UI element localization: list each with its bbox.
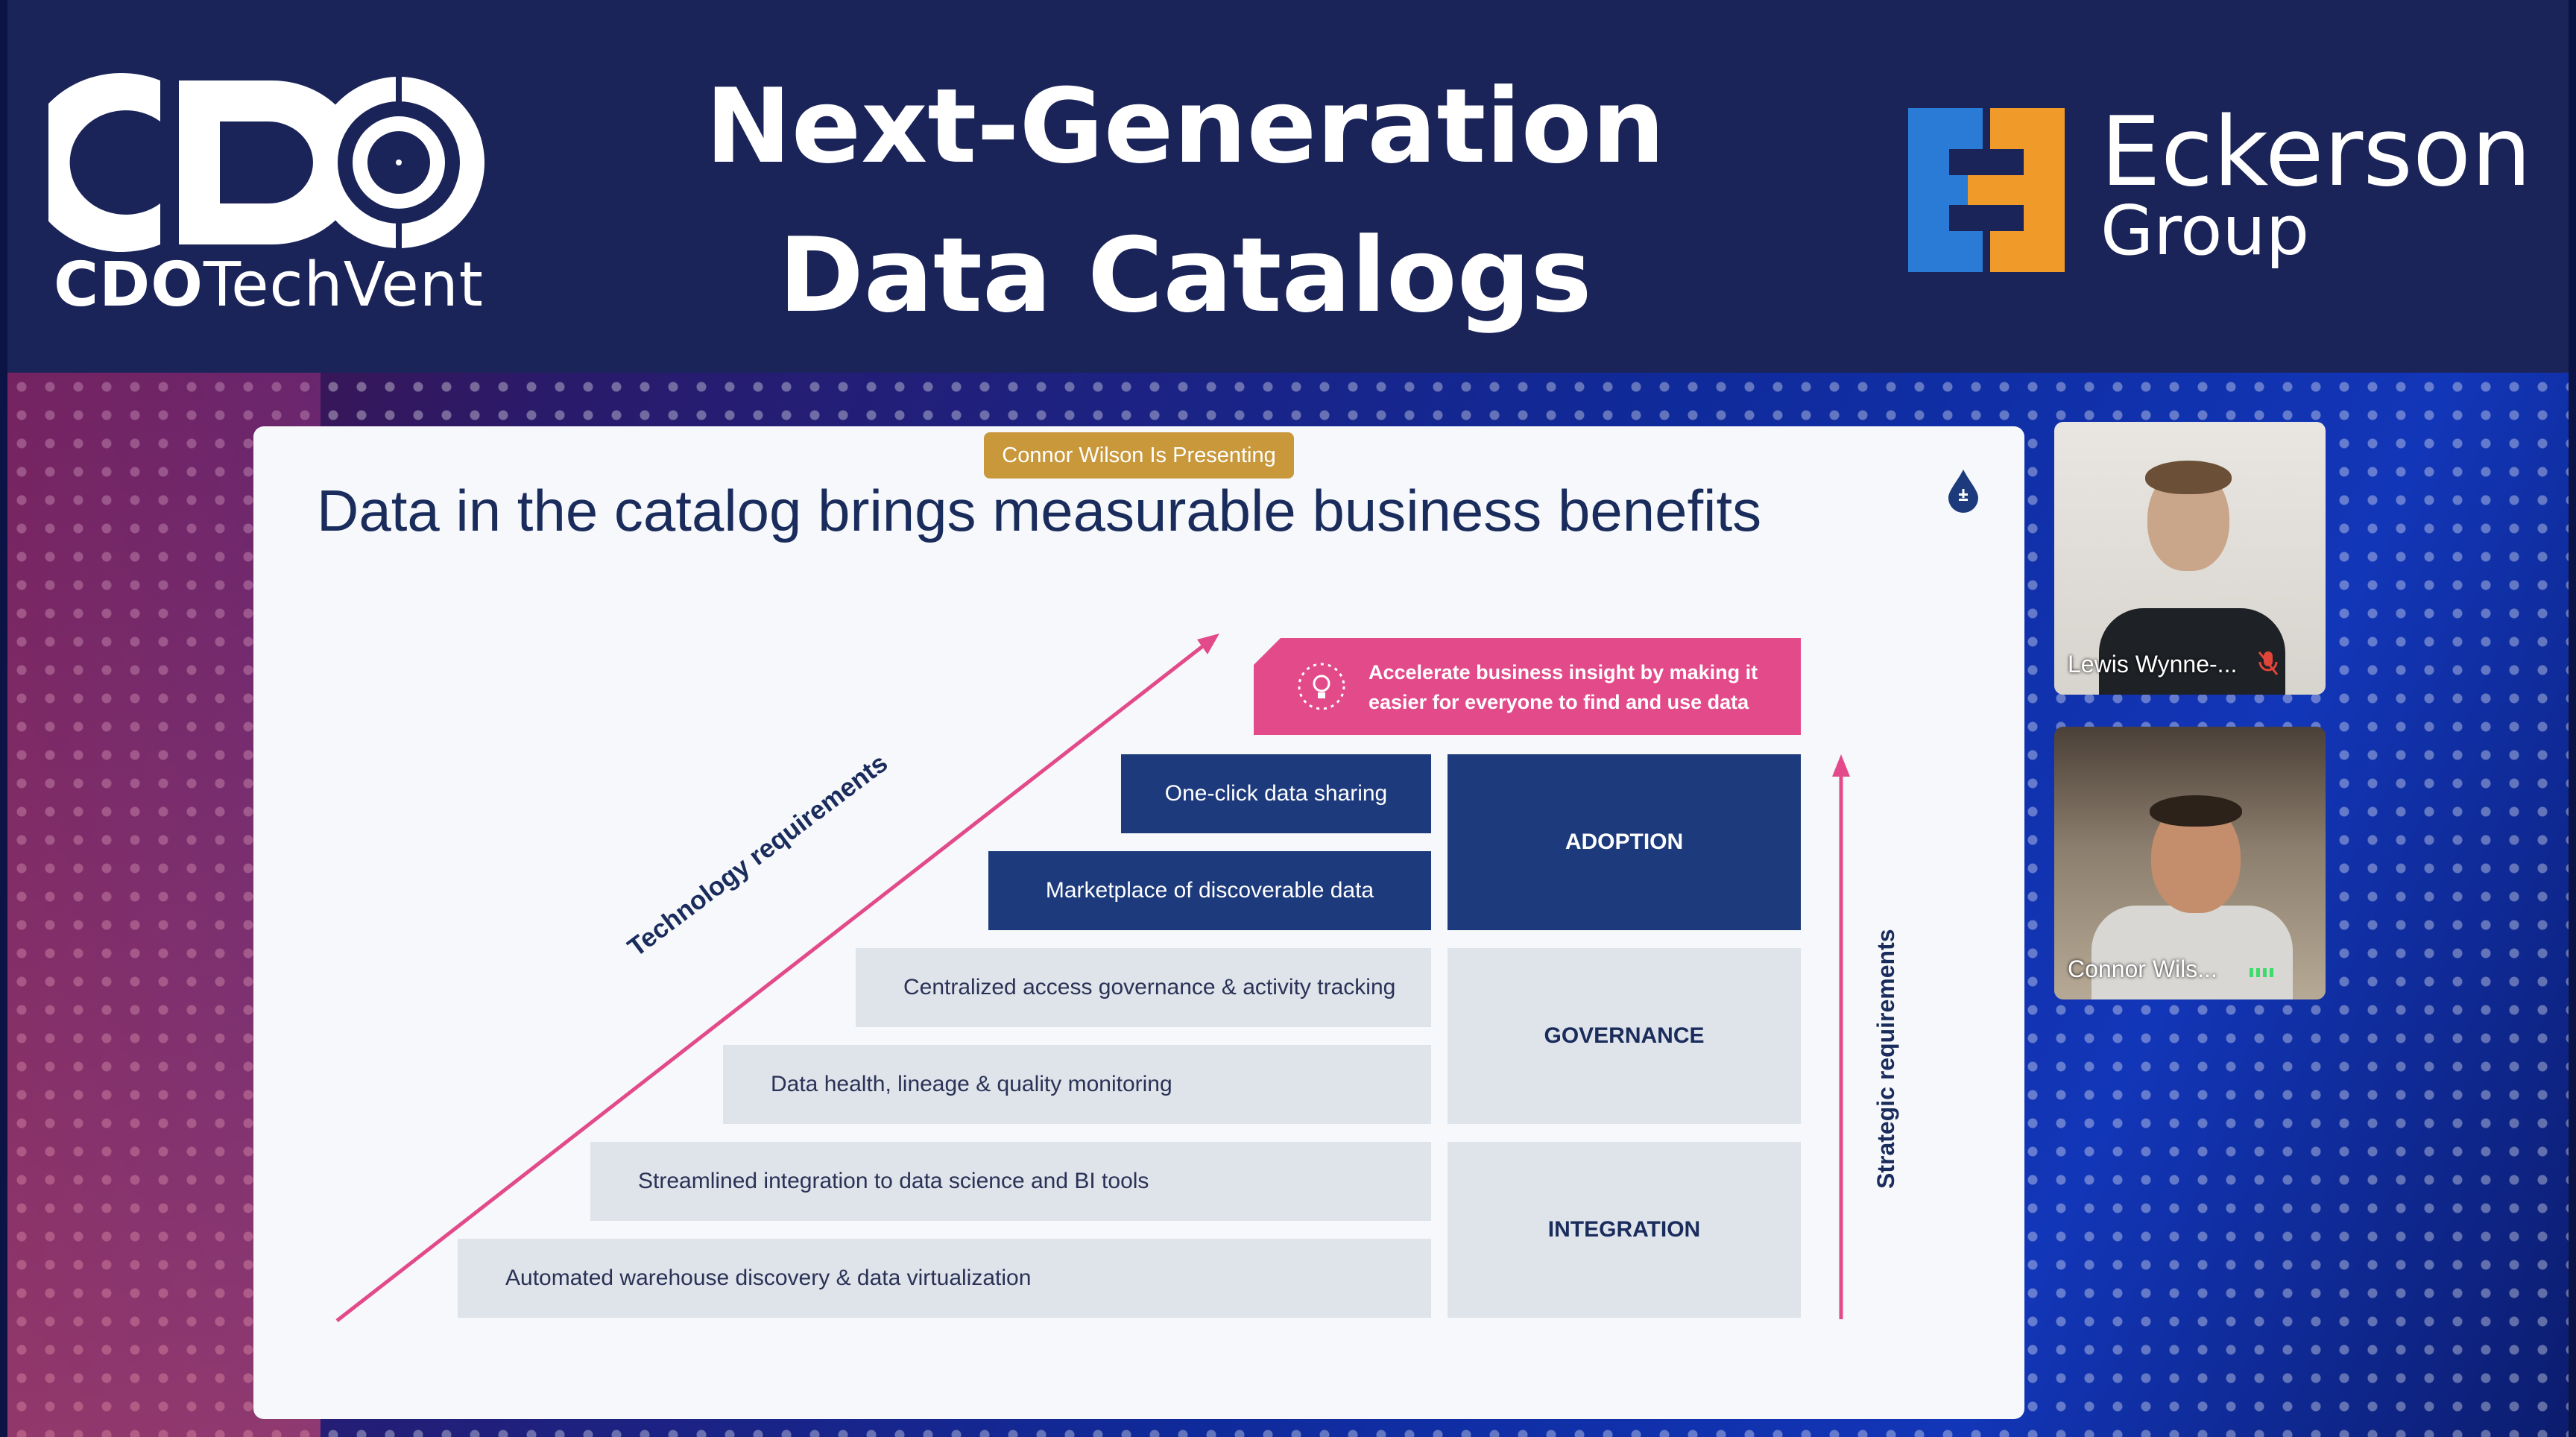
participant-body [2092, 906, 2293, 999]
insight-callout: Accelerate business insight by making it… [1254, 638, 1801, 735]
step-integration-tools: Streamlined integration to data science … [590, 1142, 1431, 1221]
strategic-axis-label: Strategic requirements [1872, 929, 1899, 1189]
slide-title: Data in the catalog brings measurable bu… [317, 478, 1762, 543]
step-one-click-sharing: One-click data sharing [1121, 754, 1431, 833]
step-marketplace: Marketplace of discoverable data [988, 851, 1431, 930]
pillar-adoption: ADOPTION [1448, 754, 1801, 930]
step-warehouse-discovery: Automated warehouse discovery & data vir… [458, 1239, 1431, 1318]
video-tile-connor[interactable]: Connor Wils... [2054, 727, 2326, 999]
video-tile-lewis[interactable]: Lewis Wynne-... [2054, 422, 2326, 695]
sponsor-sub: Group [2100, 191, 2310, 271]
eckerson-logo-mark [1908, 108, 2065, 272]
banner-title: Next-Generation Data Catalogs [663, 52, 1707, 350]
event-banner: CDOTechVent Next-Generation Data Catalog… [7, 0, 2569, 373]
audio-level-icon [2250, 968, 2273, 977]
event-name: CDOTechVent [54, 250, 484, 320]
presenting-badge: Connor Wilson Is Presenting [984, 432, 1294, 479]
water-drop-icon [1948, 470, 1978, 513]
participant-body [2099, 608, 2285, 695]
banner-title-line1: Next-Generation [705, 66, 1665, 186]
pillar-governance: GOVERNANCE [1448, 948, 1801, 1124]
pillar-integration: INTEGRATION [1448, 1142, 1801, 1318]
step-data-health: Data health, lineage & quality monitorin… [723, 1045, 1431, 1124]
insight-text: Accelerate business insight by making it… [1368, 661, 1758, 713]
participant-hair [2145, 461, 2232, 494]
lightbulb-icon [1298, 663, 1345, 710]
sponsor-name: Eckerson [2100, 97, 2532, 208]
banner-title-line2: Data Catalogs [778, 215, 1592, 335]
participant-hair [2150, 795, 2242, 827]
participant-name: Lewis Wynne-... [2068, 651, 2238, 678]
step-access-governance: Centralized access governance & activity… [856, 948, 1431, 1027]
participant-name: Connor Wils... [2068, 956, 2217, 982]
mic-muted-icon [2258, 651, 2279, 675]
cdo-logo [48, 73, 484, 252]
